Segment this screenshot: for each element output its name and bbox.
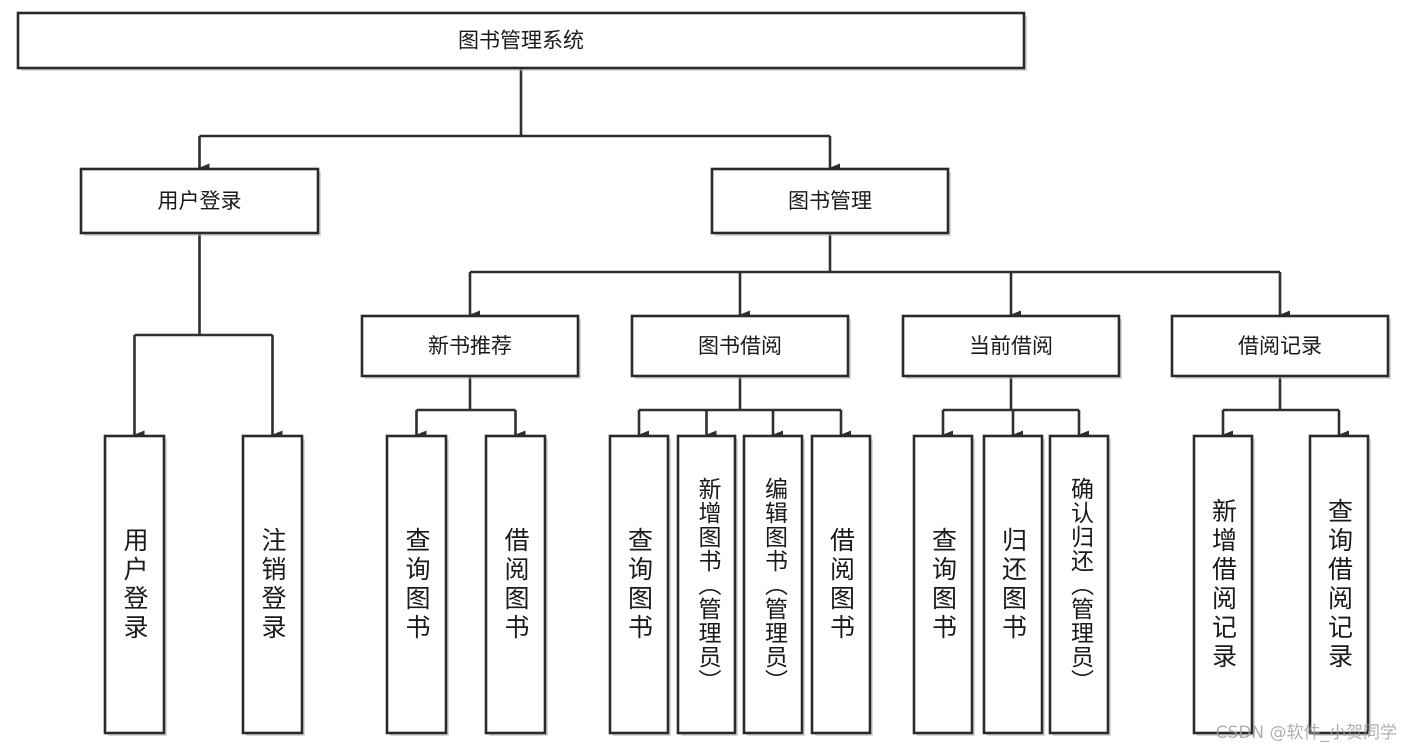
node-box-leaf-add-record[interactable] — [1192, 434, 1254, 735]
node-box-leaf-query-record[interactable] — [1308, 434, 1370, 735]
node-box-new-book-rec[interactable] — [360, 314, 580, 378]
connector-layer — [133, 68, 1349, 440]
box-layer — [16, 11, 1391, 736]
node-box-leaf-borrow-book-rec[interactable] — [484, 434, 547, 735]
node-label-new-book-rec: 新书推荐 — [428, 334, 512, 358]
node-box-leaf-return-book[interactable] — [982, 434, 1044, 735]
node-label-user-login: 用户登录 — [158, 189, 242, 213]
watermark-csdn: CSDN @软件_小贺同学 — [1215, 723, 1397, 743]
node-box-leaf-edit-book[interactable] — [742, 434, 804, 735]
node-box-user-login[interactable] — [79, 167, 320, 235]
node-box-leaf-borrow-book-bb[interactable] — [810, 434, 872, 735]
node-box-leaf-confirm-return[interactable] — [1048, 434, 1110, 735]
node-label-root: 图书管理系统 — [458, 29, 584, 53]
node-box-borrow-record[interactable] — [1170, 314, 1390, 378]
node-box-leaf-logout[interactable] — [241, 434, 304, 735]
node-box-current-borrow[interactable] — [901, 314, 1121, 378]
node-box-book-borrow[interactable] — [630, 314, 850, 378]
node-label-current-borrow: 当前借阅 — [969, 334, 1053, 358]
node-label-book-manage: 图书管理 — [788, 189, 872, 213]
node-box-leaf-query-book-bb[interactable] — [608, 434, 670, 735]
node-label-book-borrow: 图书借阅 — [698, 334, 782, 358]
node-box-leaf-query-book-rec[interactable] — [385, 434, 448, 735]
node-box-book-manage[interactable] — [710, 167, 950, 235]
node-box-leaf-add-book[interactable] — [676, 434, 737, 735]
node-box-root[interactable] — [16, 11, 1026, 70]
node-label-borrow-record: 借阅记录 — [1238, 334, 1322, 358]
node-box-leaf-query-book-cb[interactable] — [912, 434, 974, 735]
node-box-leaf-user-login[interactable] — [103, 434, 166, 735]
